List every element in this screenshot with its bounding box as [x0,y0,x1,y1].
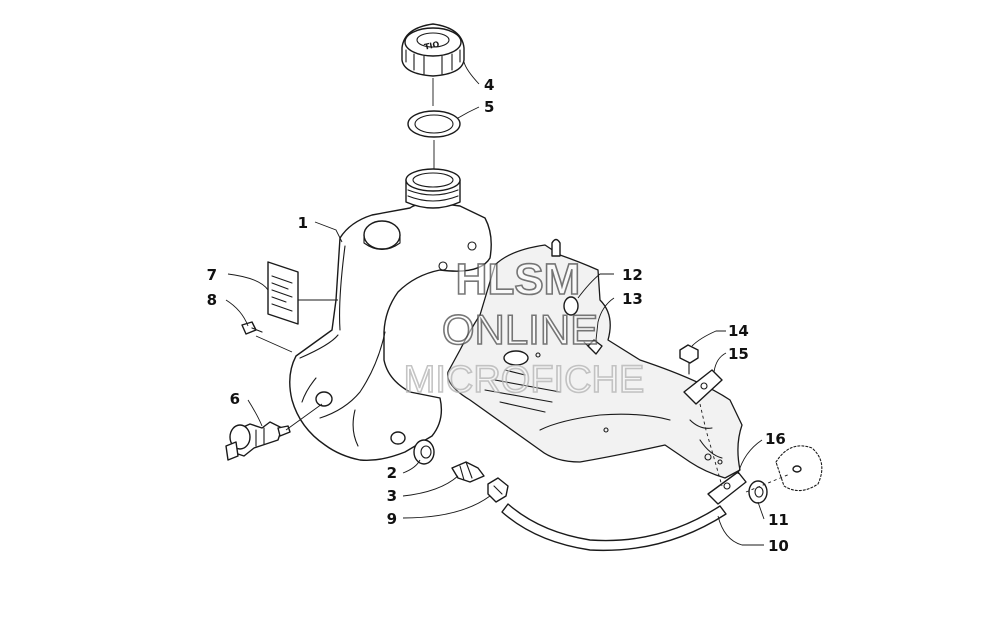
callout-13: 13 [622,290,643,308]
bracket-16 [707,471,747,505]
callout-1: 1 [298,214,308,232]
o-ring [407,110,461,138]
fuel-hose [501,503,727,552]
gas-tank [289,168,492,462]
callout-8: 8 [207,291,217,309]
fuel-valve [225,421,291,461]
callout-14: 14 [728,322,749,340]
watermark-line-3: MICROFICHE [404,359,645,401]
callout-10: 10 [768,537,789,555]
watermark-line-2: ONLINE [442,306,598,353]
decal [267,261,299,325]
grommet-2 [413,439,435,465]
fuel-fitting [451,461,485,483]
hose-clamp [487,477,509,503]
filler-cover [775,445,823,492]
callout-7: 7 [207,266,217,284]
callout-11: 11 [768,511,789,529]
assembly-line [432,78,435,170]
cap-screw [679,344,699,375]
gas-cap: TIO [401,23,465,77]
machine-screw [583,339,603,355]
tank-shield [447,238,743,479]
screw [241,321,263,335]
callout-4: 4 [484,76,494,94]
callout-labels: 1 2 3 4 5 6 7 8 9 10 11 12 13 14 15 16 [207,76,789,555]
callout-3: 3 [387,487,397,505]
watermark-line-1: HLSM [456,255,581,304]
callout-15: 15 [728,345,749,363]
callout-16: 16 [765,430,786,448]
callout-12: 12 [622,266,643,284]
leader-lines [225,61,791,546]
watermark: HLSM ONLINE MICROFICHE [403,254,645,402]
callout-5: 5 [484,98,494,116]
callout-9: 9 [387,510,397,528]
bracket-15 [683,369,723,405]
callout-6: 6 [230,390,240,408]
cap-text: TIO [423,40,440,52]
callout-2: 2 [387,464,397,482]
